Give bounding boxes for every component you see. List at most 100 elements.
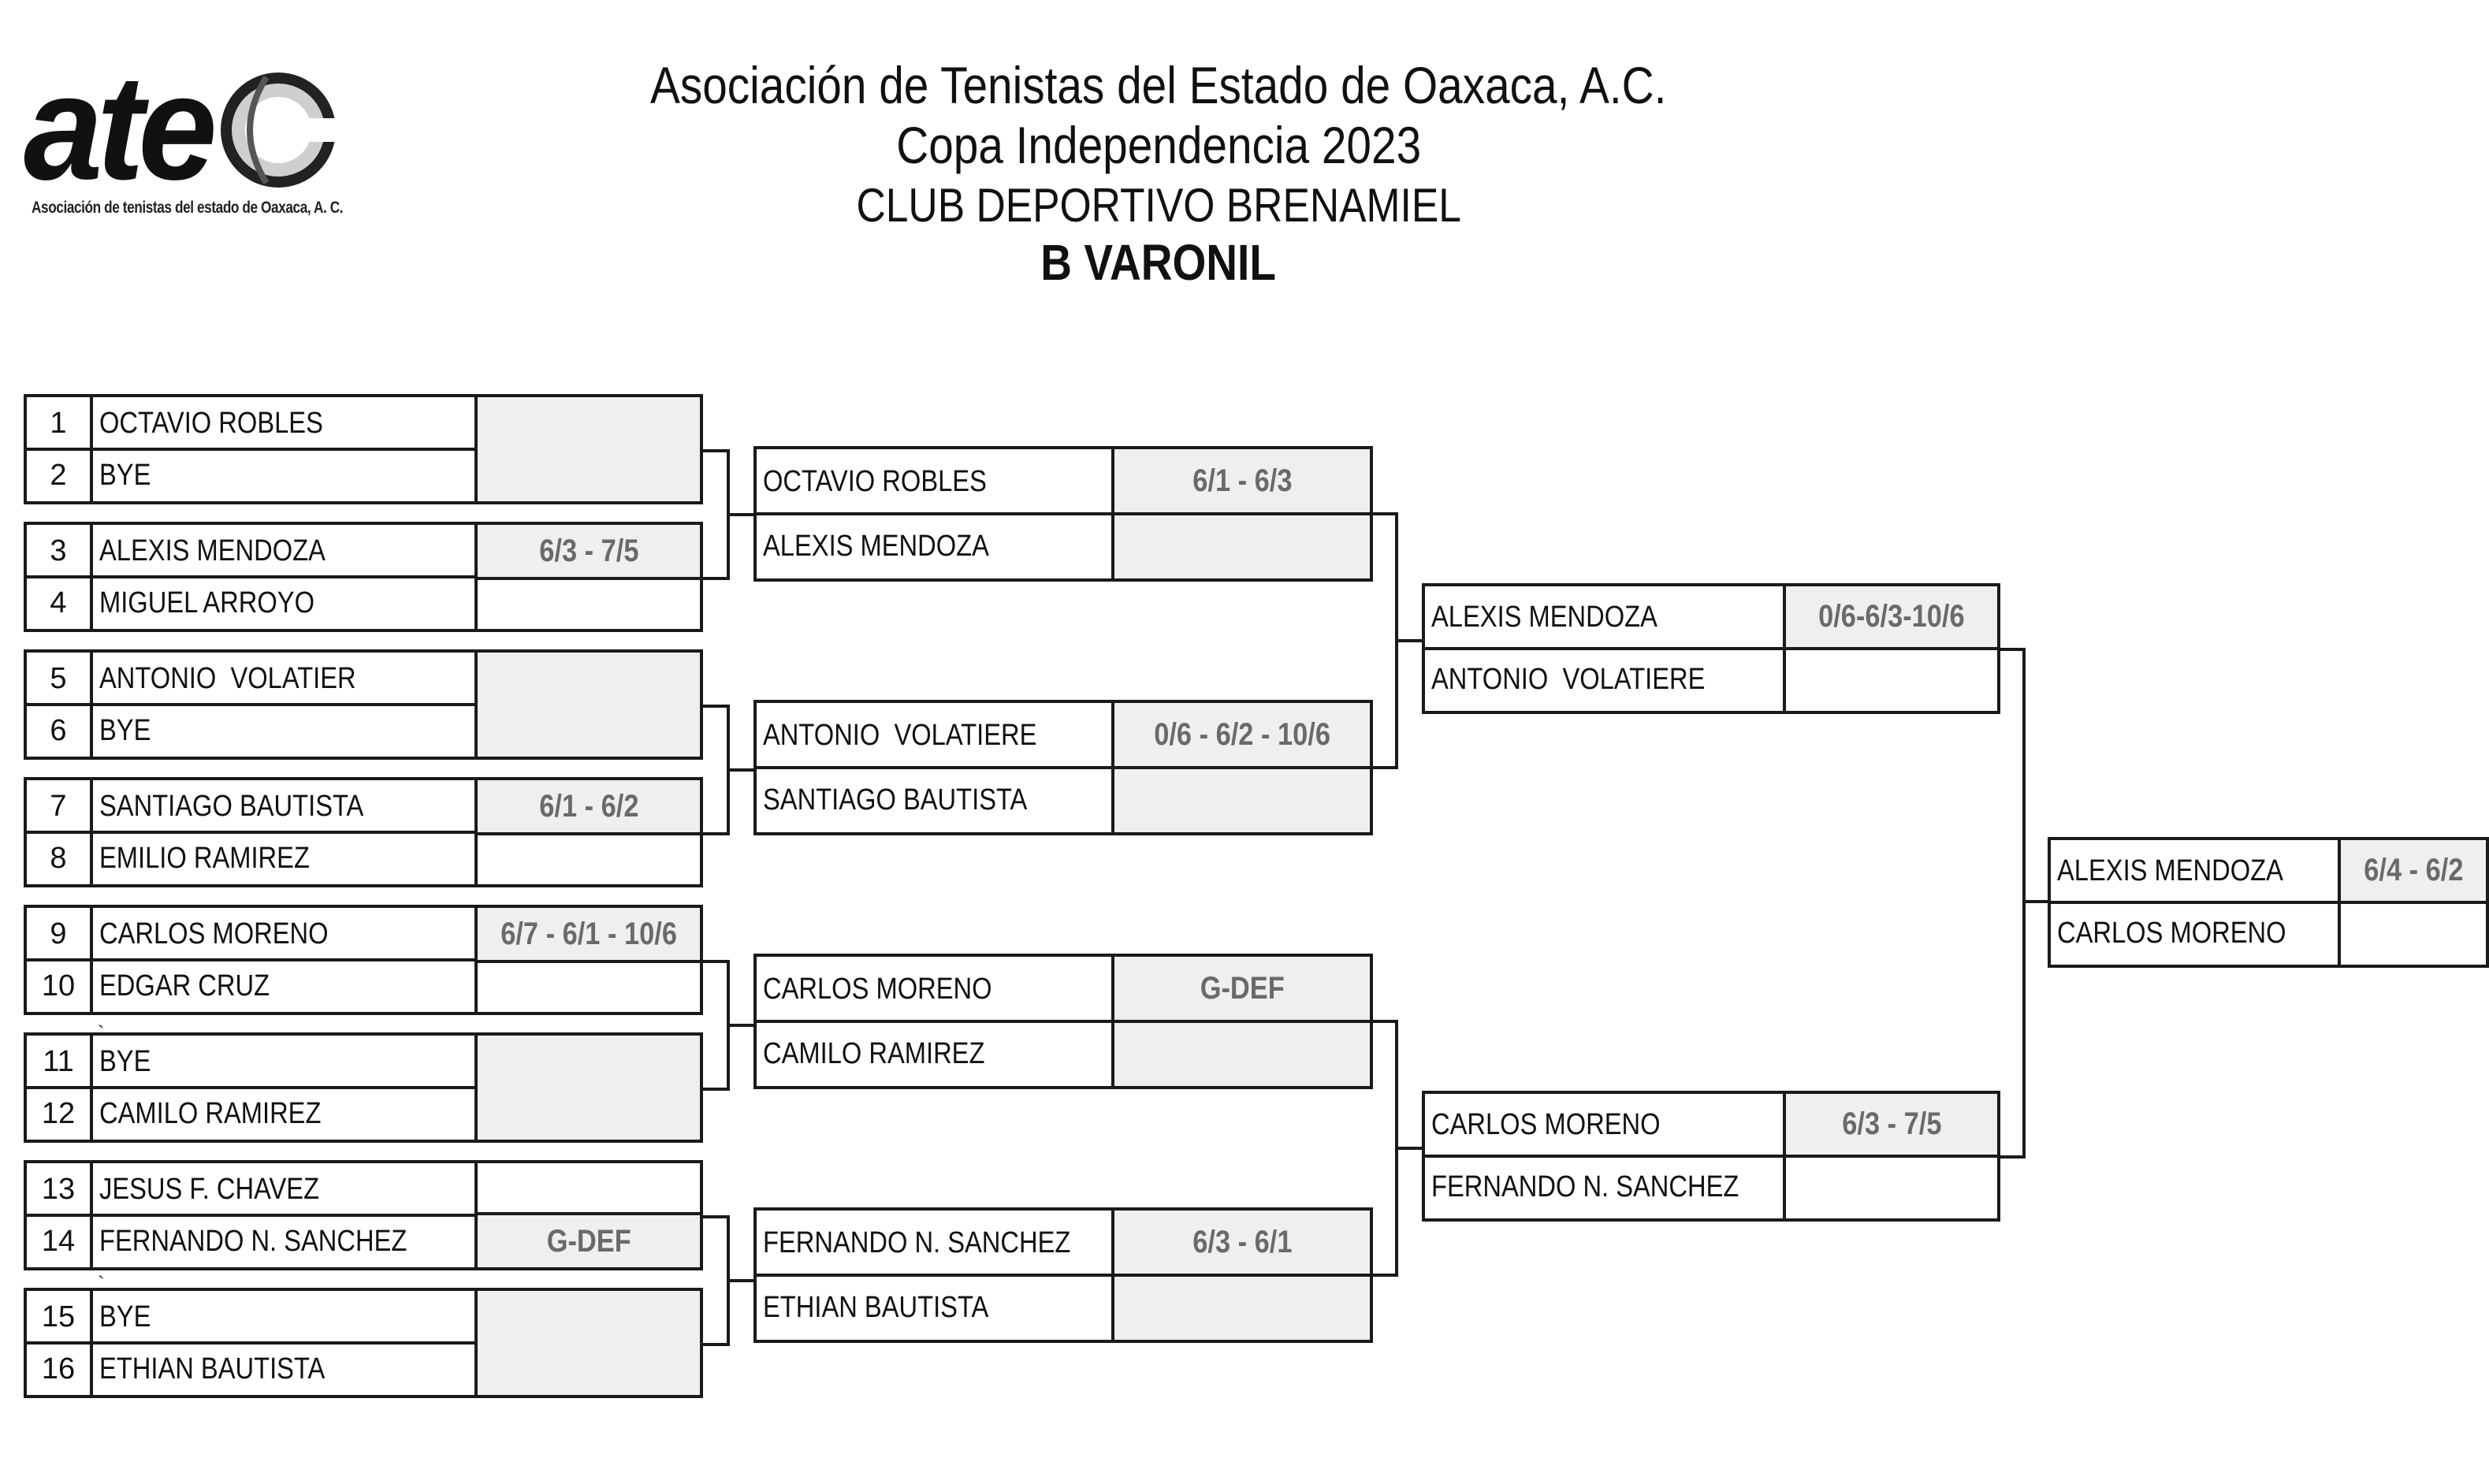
bracket-connector: [703, 1215, 730, 1218]
seed-number-text: 7: [50, 789, 67, 823]
seed-number-text: 6: [50, 713, 67, 747]
match-score-text: 6/3 - 7/5: [538, 533, 639, 568]
player-name-text: ALEXIS MENDOZA: [99, 534, 326, 567]
score-cell-empty: [474, 1163, 700, 1215]
stray-mark: `: [98, 1021, 105, 1045]
player-name-text: FERNANDO N. SANCHEZ: [1431, 1170, 1739, 1203]
player-row: 2 BYE: [27, 449, 700, 501]
seed-number-text: 16: [41, 1352, 76, 1385]
seed-number: 5: [27, 653, 93, 705]
player-name-text: SANTIAGO BAUTISTA: [763, 783, 1028, 816]
player-row: 15 BYE: [27, 1291, 700, 1343]
player-name-text: MIGUEL ARROYO: [99, 586, 314, 619]
player-name-text: ANTONIO VOLATIERE: [1431, 663, 1706, 696]
bracket-connector: [703, 960, 730, 963]
bracket-connector: [1395, 1147, 1423, 1150]
match-score: 6/3 - 7/5: [474, 525, 700, 577]
match-score: [474, 1291, 700, 1395]
seed-number: 13: [27, 1163, 93, 1215]
player-name-text: FERNANDO N. SANCHEZ: [763, 1226, 1071, 1259]
player-name: ANTONIO VOLATIERE: [757, 703, 1118, 768]
bracket-connector: [1373, 766, 1398, 769]
player-row: OCTAVIO ROBLES: [757, 449, 1370, 514]
player-name-text: CAMILO RAMIREZ: [763, 1036, 985, 1070]
stray-mark: `: [98, 1272, 105, 1296]
bracket-connector: [1373, 1274, 1398, 1277]
player-name: BYE: [93, 1291, 481, 1343]
player-name: SANTIAGO BAUTISTA: [757, 768, 1118, 832]
score-cell-empty: [474, 577, 700, 629]
seed-number: 8: [27, 832, 93, 884]
player-name-text: BYE: [99, 1300, 151, 1333]
match-score: G-DEF: [1111, 957, 1370, 1020]
player-name-text: JESUS F. CHAVEZ: [99, 1172, 320, 1206]
seed-number: 9: [27, 908, 93, 960]
bracket-connector: [1395, 639, 1423, 642]
player-row: ALEXIS MENDOZA: [757, 514, 1370, 578]
row-divider: [27, 958, 474, 961]
tennis-ball-icon: [221, 73, 337, 188]
seed-number-text: 14: [41, 1224, 76, 1258]
row-divider: [1425, 647, 1997, 650]
seed-number-text: 15: [41, 1300, 76, 1333]
match-score: 6/1 - 6/3: [1111, 449, 1370, 512]
row-divider: [27, 703, 474, 706]
seed-number-text: 13: [41, 1172, 76, 1206]
player-name: CARLOS MORENO: [2051, 902, 2344, 965]
row-divider: [757, 766, 1370, 769]
score-cell-empty: [474, 832, 700, 884]
player-name: ANTONIO VOLATIER: [93, 653, 481, 705]
atec-logo: ate Asociación de tenistas del estado de…: [24, 49, 370, 230]
player-name: CAMILO RAMIREZ: [757, 1021, 1118, 1086]
player-name: ALEXIS MENDOZA: [2051, 840, 2344, 902]
match-score: 6/1 - 6/2: [474, 780, 700, 832]
club-name: CLUB DEPORTIVO BRENAMIEL: [856, 179, 1461, 232]
match-score-text: 0/6-6/3-10/6: [1818, 599, 1965, 634]
bracket-connector: [2000, 1155, 2026, 1159]
row-divider: [757, 512, 1370, 515]
score-cell-empty: [1783, 1158, 1997, 1218]
seed-number: 2: [27, 449, 93, 501]
player-row: 8 EMILIO RAMIREZ: [27, 832, 700, 884]
seed-number: 3: [27, 525, 93, 577]
seed-number-text: 8: [50, 841, 67, 875]
bracket-connector: [1373, 512, 1398, 515]
match-score-text: 6/7 - 6/1 - 10/6: [500, 916, 677, 951]
player-name-text: ANTONIO VOLATIERE: [763, 718, 1037, 752]
player-name: EMILIO RAMIREZ: [93, 832, 481, 884]
player-name: SANTIAGO BAUTISTA: [93, 780, 481, 832]
player-row: SANTIAGO BAUTISTA: [757, 768, 1370, 832]
player-name-text: BYE: [99, 458, 151, 492]
match-score-text: G-DEF: [1200, 970, 1285, 1006]
seed-number-text: 2: [50, 458, 67, 492]
seed-number-text: 9: [50, 917, 67, 950]
row-divider: [27, 448, 474, 451]
match-score: G-DEF: [474, 1215, 700, 1267]
player-name-text: ALEXIS MENDOZA: [2057, 854, 2283, 887]
match-score-text: 6/1 - 6/2: [538, 788, 639, 824]
player-row: 7 SANTIAGO BAUTISTA: [27, 780, 700, 832]
match-score: 6/7 - 6/1 - 10/6: [474, 908, 700, 960]
seed-number-text: 1: [50, 406, 67, 440]
score-cell-empty: [1111, 515, 1370, 578]
bracket-connector: [727, 1024, 757, 1027]
player-row: ETHIAN BAUTISTA: [757, 1275, 1370, 1340]
tournament-title: Copa Independencia 2023: [896, 116, 1421, 174]
bracket-connector: [2022, 900, 2048, 903]
player-name: ANTONIO VOLATIERE: [1425, 649, 1789, 711]
score-cell-empty: [2338, 904, 2486, 965]
player-name-text: EMILIO RAMIREZ: [99, 841, 310, 875]
